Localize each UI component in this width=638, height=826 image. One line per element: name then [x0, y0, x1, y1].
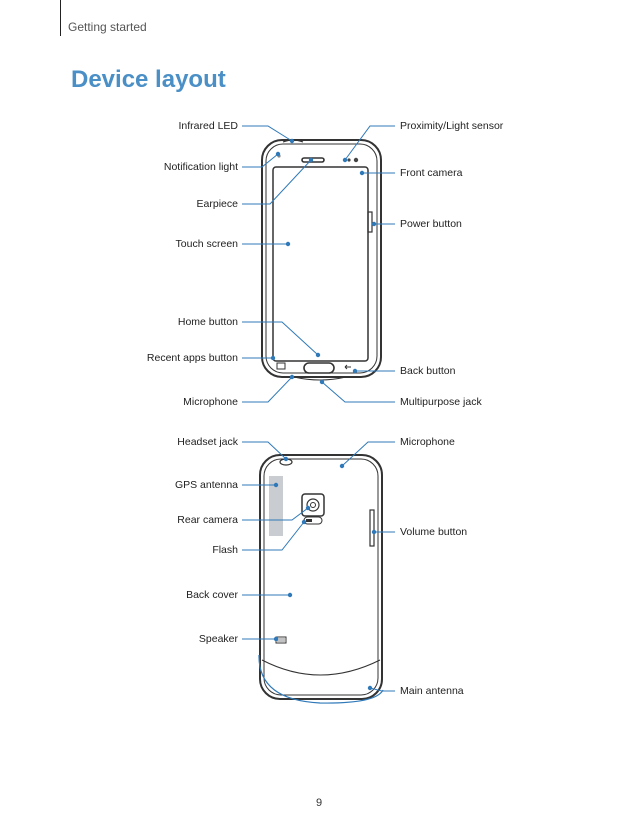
- label-power-button: Power button: [400, 218, 462, 230]
- label-front-camera: Front camera: [400, 167, 463, 179]
- label-back-button: Back button: [400, 365, 456, 377]
- label-gps-antenna: GPS antenna: [174, 479, 238, 491]
- label-back-microphone: Microphone: [400, 436, 455, 448]
- main-antenna-outline: [258, 654, 384, 704]
- label-notification-light: Notification light: [163, 161, 238, 173]
- section-name: Getting started: [68, 20, 147, 34]
- page-number: 9: [315, 797, 323, 809]
- header-rule: [60, 0, 61, 36]
- label-front-microphone: Microphone: [183, 396, 238, 408]
- label-proximity-sensor: Proximity/Light sensor: [400, 120, 504, 132]
- label-back-cover: Back cover: [186, 589, 238, 601]
- back-leader-dots: [273, 456, 377, 691]
- page-title: Device layout: [71, 66, 226, 93]
- label-multipurpose-jack: Multipurpose jack: [400, 396, 482, 408]
- label-flash: Flash: [212, 544, 238, 556]
- label-home-button: Home button: [177, 316, 238, 328]
- front-leader-dots: [270, 138, 377, 385]
- label-rear-camera: Rear camera: [177, 514, 238, 526]
- label-volume-button: Volume button: [400, 526, 468, 538]
- label-main-antenna: Main antenna: [400, 685, 464, 697]
- label-speaker: Speaker: [198, 633, 238, 645]
- front-leaders: [242, 125, 395, 403]
- label-headset-jack: Headset jack: [177, 436, 238, 448]
- back-leaders: [242, 441, 395, 692]
- back-phone: [259, 454, 383, 700]
- gps-antenna-area: [269, 476, 283, 536]
- front-phone: [261, 139, 382, 381]
- label-infrared-led: Infrared LED: [178, 120, 238, 132]
- label-earpiece: Earpiece: [196, 198, 238, 210]
- label-touch-screen: Touch screen: [175, 238, 238, 250]
- label-recent-apps-button: Recent apps button: [146, 352, 238, 364]
